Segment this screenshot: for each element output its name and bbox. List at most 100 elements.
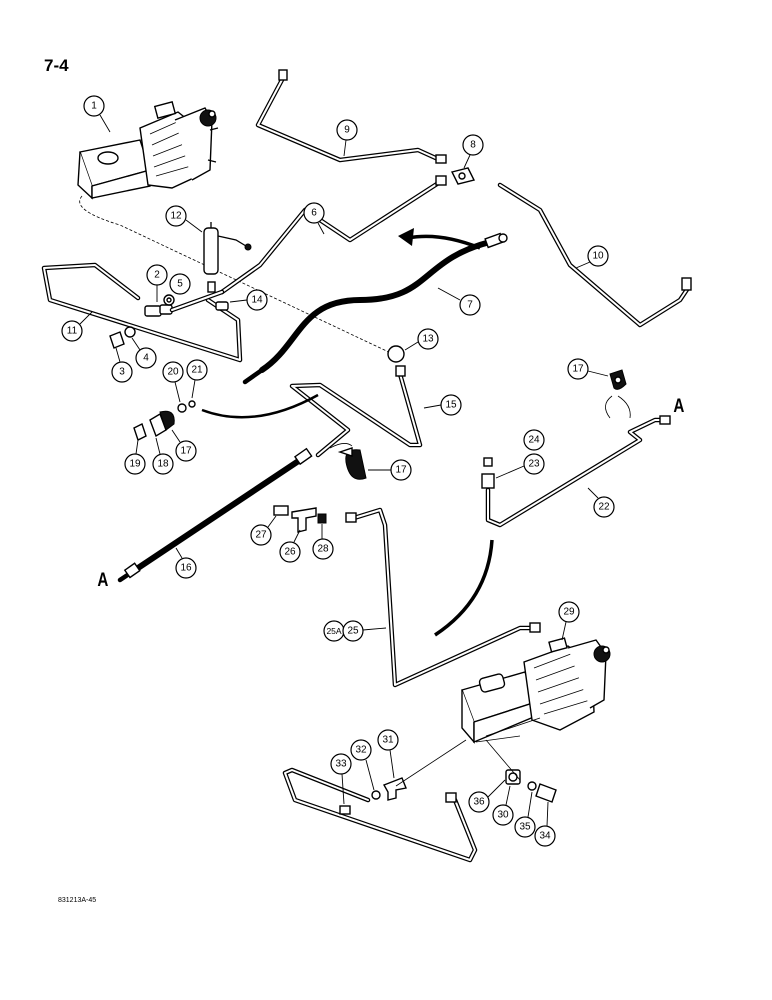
svg-text:17: 17 xyxy=(572,364,584,375)
lower-guide-lines xyxy=(395,739,521,787)
svg-text:6: 6 xyxy=(311,208,317,219)
svg-text:20: 20 xyxy=(167,367,179,378)
callout-16: 16 xyxy=(175,557,197,579)
svg-text:31: 31 xyxy=(382,735,394,746)
svg-text:24: 24 xyxy=(528,435,540,446)
tube-10 xyxy=(497,182,692,328)
callout-7: 7 xyxy=(459,294,481,316)
svg-text:11: 11 xyxy=(67,326,78,337)
svg-text:3: 3 xyxy=(119,367,125,378)
svg-text:34: 34 xyxy=(539,831,551,842)
callout-12: 12 xyxy=(165,205,187,227)
fitting-30-36 xyxy=(505,769,521,785)
callout-25: 25 xyxy=(342,620,364,642)
svg-text:29: 29 xyxy=(563,607,575,618)
callout-28: 28 xyxy=(312,538,334,560)
leader-9 xyxy=(343,139,347,157)
leader-30 xyxy=(505,785,511,806)
leader-29 xyxy=(561,621,567,641)
callout-4: 4 xyxy=(135,347,157,369)
leader-16 xyxy=(175,547,183,559)
leader-14 xyxy=(229,299,248,303)
dashed-guide-line xyxy=(79,195,396,356)
fitting-13 xyxy=(387,345,405,363)
pressure-switch-12 xyxy=(203,222,252,293)
tube-11 xyxy=(41,262,243,363)
leader-35 xyxy=(527,791,533,818)
leader-17-right xyxy=(587,370,609,377)
cylinder-base-lines xyxy=(475,717,541,743)
svg-text:22: 22 xyxy=(598,502,610,513)
callout-18: 18 xyxy=(152,453,174,475)
callout-17-right: 17 xyxy=(567,358,589,380)
clamp-arrow-line xyxy=(329,443,353,449)
svg-text:12: 12 xyxy=(170,211,182,222)
leader-27 xyxy=(267,515,277,528)
tube-22 xyxy=(485,415,671,528)
callout-30: 30 xyxy=(492,804,514,826)
svg-text:8: 8 xyxy=(470,140,476,151)
leader-21 xyxy=(191,379,196,399)
callout-31: 31 xyxy=(377,729,399,751)
tee-fitting-2 xyxy=(144,289,229,317)
svg-text:17: 17 xyxy=(180,446,192,457)
bolt-3-washer-4 xyxy=(109,326,136,349)
callout-6: 6 xyxy=(303,202,325,224)
leader-22 xyxy=(587,487,599,499)
leader-7 xyxy=(437,287,461,301)
clamp-17-right xyxy=(609,369,627,390)
callout-35: 35 xyxy=(514,816,536,838)
leader-26 xyxy=(293,529,301,543)
connection-label-a-right: A xyxy=(673,396,685,417)
curved-indicator xyxy=(201,393,319,419)
svg-text:26: 26 xyxy=(284,547,296,558)
callout-25a: 25A xyxy=(323,620,345,642)
clamp-arrow-lines xyxy=(605,395,631,419)
arrow-head-icon xyxy=(398,228,414,246)
leader-36 xyxy=(487,779,506,798)
svg-text:32: 32 xyxy=(355,745,367,756)
svg-text:30: 30 xyxy=(497,810,509,821)
hose-16 xyxy=(117,447,313,583)
svg-text:25: 25 xyxy=(347,626,359,637)
svg-text:16: 16 xyxy=(180,563,192,574)
callout-36: 36 xyxy=(468,791,490,813)
bolt-34-washer-35 xyxy=(527,781,557,803)
callout-32: 32 xyxy=(350,739,372,761)
svg-text:4: 4 xyxy=(143,353,149,364)
clamp-assembly-left xyxy=(133,400,196,441)
leader-11 xyxy=(79,311,93,325)
leader-25 xyxy=(362,627,387,631)
svg-text:25A: 25A xyxy=(326,626,341,636)
callout-14: 14 xyxy=(246,289,268,311)
svg-text:21: 21 xyxy=(191,365,203,376)
leader-1 xyxy=(99,114,111,133)
leader-12 xyxy=(185,219,203,233)
direction-arrow xyxy=(407,234,481,250)
leader-6 xyxy=(317,222,325,235)
tube-25 xyxy=(345,507,541,688)
leader-19 xyxy=(135,439,139,455)
curved-indicator-lower xyxy=(434,539,494,637)
callout-23: 23 xyxy=(523,453,545,475)
svg-text:28: 28 xyxy=(317,544,329,555)
callout-15: 15 xyxy=(440,394,462,416)
svg-text:27: 27 xyxy=(255,530,267,541)
callout-24: 24 xyxy=(523,429,545,451)
fitting-27 xyxy=(273,505,289,516)
svg-text:33: 33 xyxy=(335,759,347,770)
leader-3 xyxy=(115,347,121,363)
callout-21: 21 xyxy=(186,359,208,381)
reference-code: 831213A-45 xyxy=(58,897,97,904)
callout-3: 3 xyxy=(111,361,133,383)
master-cylinder-upper xyxy=(77,101,219,200)
fitting-32 xyxy=(371,790,381,800)
callout-29: 29 xyxy=(558,601,580,623)
callout-5: 5 xyxy=(169,273,191,295)
tube-9 xyxy=(255,69,447,164)
callout-22: 22 xyxy=(593,496,615,518)
leader-8 xyxy=(463,154,471,169)
washer-5 xyxy=(163,294,175,306)
callout-17-left: 17 xyxy=(175,440,197,462)
